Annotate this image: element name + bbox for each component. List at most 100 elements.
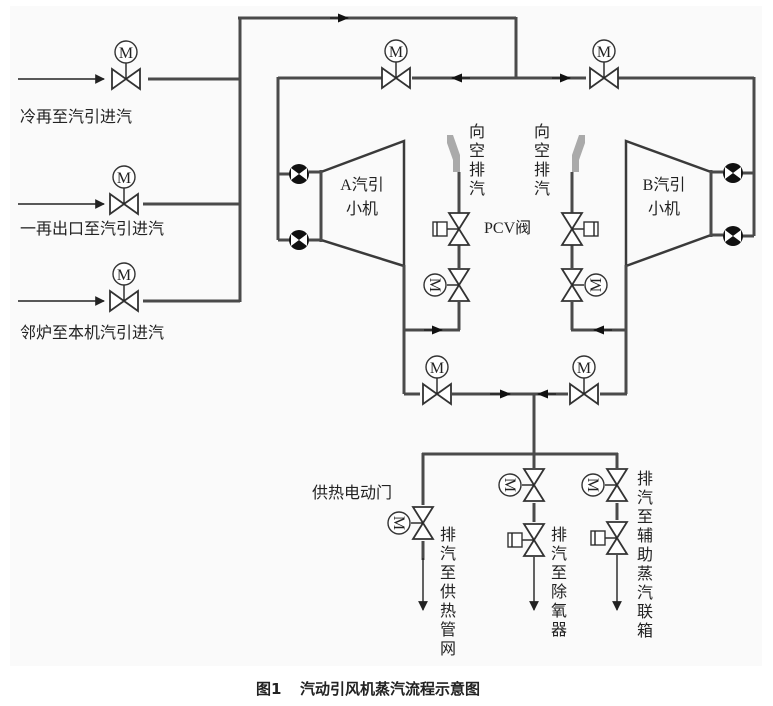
char: 供: [440, 583, 456, 601]
motor-letter: M: [119, 45, 133, 62]
pcv-valve-b[interactable]: [560, 212, 599, 246]
b-vent-label: 向 空 排 汽: [534, 123, 550, 198]
char: 器: [551, 621, 567, 639]
aux-motor-valve[interactable]: M: [581, 468, 629, 502]
inlet-label-adjacent-boiler: 邻炉至本机汽引进汽: [20, 324, 164, 342]
motor-actuator-icon: [572, 355, 596, 379]
motor-actuator-icon: [114, 40, 138, 64]
char: 辅: [637, 527, 653, 545]
valve-adjacent-boiler-inlet[interactable]: M: [109, 262, 139, 313]
motor-actuator-icon: [423, 273, 447, 297]
a-stop-valve-1: [289, 164, 309, 184]
inlet-label-first-reheat: 一再出口至汽引进汽: [20, 220, 164, 238]
char: 汽: [440, 545, 456, 563]
char: 汽: [534, 180, 550, 198]
turbine-b-label-2: 小机: [648, 200, 680, 218]
char: 除: [551, 583, 567, 601]
turbine-b-label-1: B汽引: [643, 176, 686, 194]
char: 氧: [551, 602, 567, 620]
heat-valve-label: 供热电动门: [312, 484, 392, 502]
char: 向: [469, 123, 485, 141]
char: 排: [637, 470, 653, 488]
motor-letter: M: [588, 278, 605, 292]
motor-actuator-icon: [592, 39, 616, 63]
valves-layer: M M M M M M M M M M M M: [109, 39, 629, 557]
char: 排: [534, 161, 550, 179]
inlet-label-cold-reheat: 冷再至汽引进汽: [20, 108, 132, 126]
char: 至: [551, 565, 567, 582]
motor-letter: M: [389, 44, 403, 61]
valve-a-supply[interactable]: M: [381, 39, 411, 90]
char: 网: [440, 641, 456, 658]
char: 管: [440, 621, 456, 639]
turbine-a-label-1: A汽引: [340, 176, 384, 194]
char: 蒸: [637, 565, 653, 583]
char: 汽: [637, 584, 653, 602]
char: 向: [534, 123, 550, 141]
char: 排: [469, 161, 485, 179]
char: 助: [637, 546, 653, 564]
b-vent-silencer-icon: [572, 135, 585, 172]
diagram-panel: [10, 6, 762, 666]
valve-first-reheat-inlet[interactable]: M: [109, 165, 139, 216]
a-vent-silencer-icon: [447, 135, 460, 172]
motor-actuator-icon: [112, 165, 136, 189]
motor-actuator-icon: [387, 511, 411, 535]
b-stop-valve-2: [723, 226, 743, 246]
pneumatic-actuator-icon: [583, 221, 599, 237]
deaerator-motor-valve[interactable]: M: [498, 468, 546, 502]
char: 汽: [637, 489, 653, 507]
valve-cold-reheat-inlet[interactable]: M: [111, 40, 141, 91]
char: 空: [534, 142, 550, 160]
vent-motor-valve-b[interactable]: M: [560, 268, 608, 302]
char: 至: [440, 565, 456, 582]
a-vent-label: 向 空 排 汽: [469, 123, 485, 198]
heat-supply-motor-valve[interactable]: M: [387, 506, 435, 540]
valve-a-exhaust[interactable]: M: [422, 355, 452, 406]
motor-letter: M: [597, 44, 611, 61]
motor-letter: M: [584, 478, 601, 492]
pcv-valve-label: PCV阀: [484, 219, 531, 237]
motor-actuator-icon: [498, 473, 522, 497]
char: 空: [469, 142, 485, 160]
char: 箱: [637, 622, 653, 640]
figure-title: 汽动引风机蒸汽流程示意图: [300, 680, 480, 698]
pneumatic-actuator-icon: [432, 221, 448, 237]
motor-letter: M: [577, 360, 591, 377]
char: 热: [440, 602, 456, 620]
pcv-valve-a[interactable]: [432, 212, 471, 246]
pneumatic-actuator-icon: [507, 532, 523, 548]
motor-letter: M: [501, 478, 518, 492]
motor-letter: M: [426, 278, 443, 292]
motor-actuator-icon: [425, 355, 449, 379]
char: 联: [637, 603, 653, 621]
motor-actuator-icon: [584, 273, 608, 297]
motor-letter: M: [390, 516, 407, 530]
char: 排: [440, 526, 456, 544]
a-stop-valve-2: [289, 230, 309, 250]
valve-b-supply[interactable]: M: [589, 39, 619, 90]
valve-b-exhaust[interactable]: M: [569, 355, 599, 406]
turbine-a-label-2: 小机: [346, 200, 378, 218]
vent-motor-valve-a[interactable]: M: [423, 268, 471, 302]
char: 至: [637, 509, 653, 526]
figure-number: 图1: [256, 680, 281, 698]
char: 汽: [469, 180, 485, 198]
b-stop-valve-1: [723, 163, 743, 183]
motor-actuator-icon: [112, 262, 136, 286]
motor-letter: M: [117, 267, 131, 284]
motor-letter: M: [430, 360, 444, 377]
char: 汽: [551, 545, 567, 563]
motor-letter: M: [117, 170, 131, 187]
motor-actuator-icon: [581, 473, 605, 497]
pneumatic-actuator-icon: [590, 530, 606, 546]
aux-control-valve[interactable]: [590, 521, 629, 555]
motor-actuator-icon: [384, 39, 408, 63]
deaerator-control-valve[interactable]: [507, 523, 546, 557]
char: 排: [551, 526, 567, 544]
